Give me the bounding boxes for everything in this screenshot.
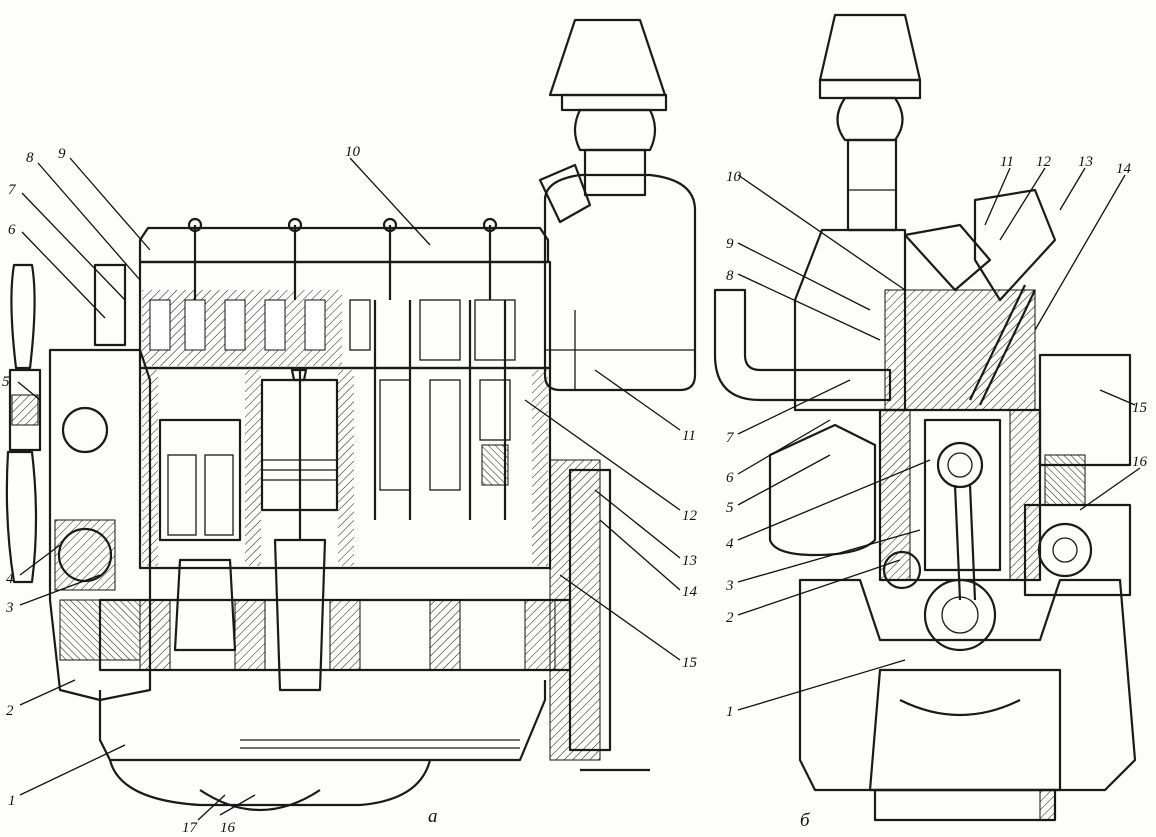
label-a-1: 1	[8, 793, 16, 809]
label-b-14: 14	[1116, 161, 1132, 177]
label-b-11: 11	[1000, 154, 1014, 170]
label-b-7: 7	[726, 430, 735, 446]
label-a-14: 14	[682, 584, 698, 600]
label-a-10: 10	[345, 144, 361, 160]
label-a-13: 13	[682, 553, 697, 569]
label-b-3: 3	[725, 578, 734, 594]
labels-view-a: 1 2 3 4 5 6 7 8 9 10 11 12 13 14 15 16 1…	[2, 144, 698, 836]
cylinder-head	[138, 260, 552, 370]
valve-cover	[138, 226, 550, 264]
oil-pan-section	[868, 668, 1062, 792]
label-b-6: 6	[726, 470, 734, 486]
label-b-9: 9	[726, 236, 734, 252]
crankcase	[798, 578, 1137, 792]
label-b-16: 16	[1132, 454, 1148, 470]
leader-lines	[17, 157, 1141, 821]
block-section	[878, 408, 1042, 652]
label-b-1: 1	[726, 704, 734, 720]
label-a-12: 12	[682, 508, 698, 524]
label-b-2: 2	[726, 610, 734, 626]
fan-blades	[5, 263, 42, 584]
label-a-3: 3	[5, 600, 14, 616]
label-a-7: 7	[8, 182, 17, 198]
label-a-15: 15	[682, 655, 698, 671]
label-b-10: 10	[726, 169, 742, 185]
label-a-5: 5	[2, 374, 10, 390]
cylinder-head-section	[884, 289, 1036, 411]
rocker-studs	[187, 217, 498, 300]
label-b-8: 8	[726, 268, 734, 284]
longitudinal-section-view	[5, 18, 697, 812]
exhaust-manifold	[903, 188, 1057, 302]
water-pump-housing	[93, 263, 127, 347]
oil-filter	[768, 423, 877, 557]
oil-sump	[98, 680, 547, 762]
label-a-11: 11	[682, 428, 696, 444]
caption-view-a: а	[428, 806, 438, 827]
intake-manifold-housing	[793, 228, 907, 412]
label-b-5: 5	[726, 500, 734, 516]
oil-drain-plug	[199, 789, 321, 812]
label-a-6: 6	[8, 222, 16, 238]
caption-view-b: б	[800, 810, 811, 831]
cylinder-block	[138, 300, 552, 570]
label-b-15: 15	[1132, 400, 1148, 416]
label-a-9: 9	[58, 146, 66, 162]
flywheel	[549, 459, 650, 772]
crankshaft	[98, 370, 572, 692]
label-a-8: 8	[26, 150, 34, 166]
label-b-4: 4	[726, 536, 734, 552]
label-b-13: 13	[1078, 154, 1093, 170]
air-cleaner-stack	[818, 13, 922, 232]
injection-pump	[1023, 353, 1132, 597]
air-cleaner	[538, 18, 697, 392]
transverse-section-view	[713, 13, 1137, 822]
labels-view-b: 1 2 3 4 5 6 7 8 9 10 11 12 13 14 15 16 б	[725, 154, 1148, 831]
label-a-4: 4	[6, 571, 14, 587]
label-a-17: 17	[182, 820, 199, 836]
label-b-12: 12	[1036, 154, 1052, 170]
label-a-2: 2	[6, 703, 14, 719]
label-a-16: 16	[220, 820, 236, 836]
